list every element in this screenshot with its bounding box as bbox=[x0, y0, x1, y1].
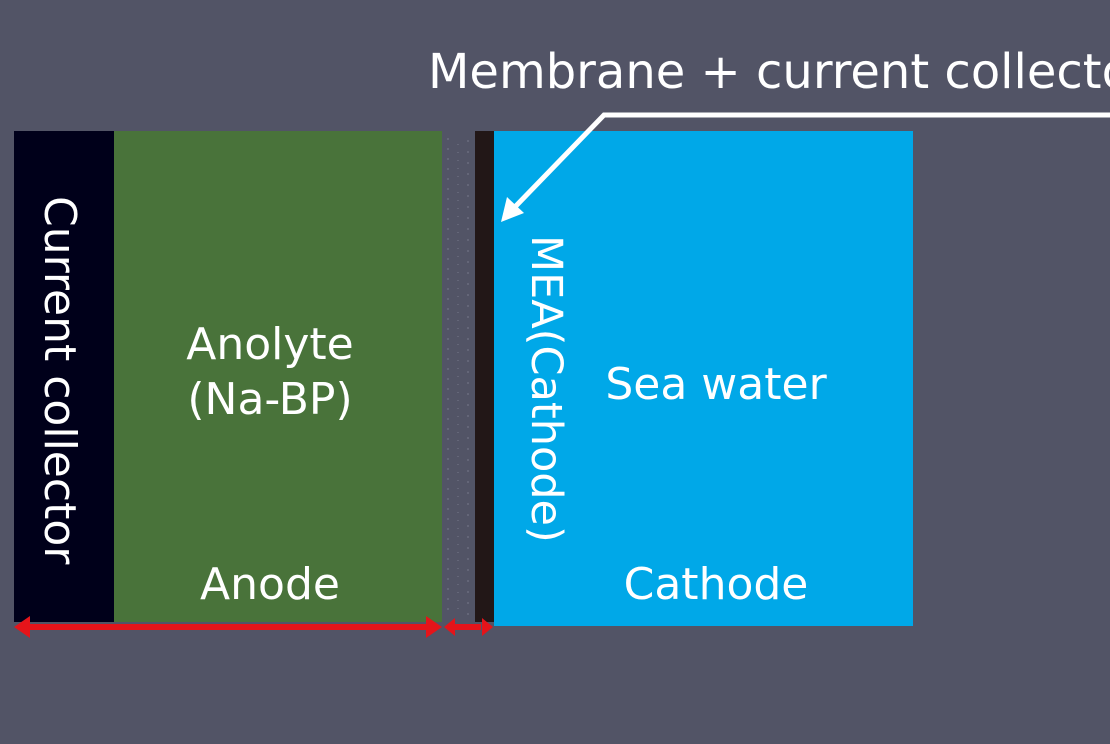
current-collector-label: Current collector bbox=[34, 196, 85, 565]
anode-span-double-arrow-icon bbox=[14, 616, 442, 638]
anolyte-label: Anolyte (Na-BP) bbox=[114, 317, 426, 427]
cathode-label: Cathode bbox=[623, 559, 809, 610]
mea-block bbox=[475, 131, 494, 622]
cathode-compartment-block bbox=[494, 131, 913, 626]
membrane-current-collector-label: Membrane + current collector bbox=[428, 44, 1110, 100]
membrane-span-double-arrow-icon bbox=[444, 618, 493, 636]
callout-arrow-icon bbox=[501, 112, 1110, 222]
anolyte-line-1: Anolyte bbox=[186, 319, 354, 370]
anolyte-block bbox=[114, 131, 442, 622]
sea-water-label: Sea water bbox=[605, 359, 827, 410]
membrane-pattern bbox=[447, 138, 469, 615]
anode-label: Anode bbox=[200, 559, 340, 610]
anolyte-line-2: (Na-BP) bbox=[187, 374, 353, 425]
mea-cathode-label: MEA(Cathode) bbox=[521, 235, 571, 543]
current-collector-block bbox=[14, 131, 114, 622]
